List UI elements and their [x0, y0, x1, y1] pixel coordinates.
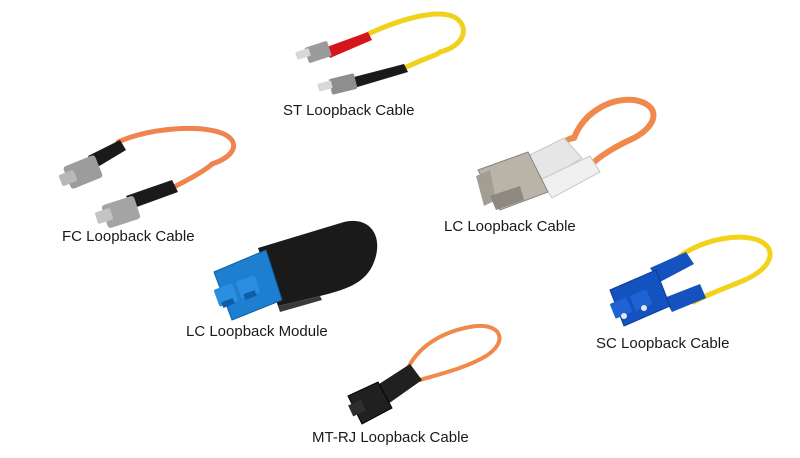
st-loopback-cable-label: ST Loopback Cable	[283, 102, 415, 119]
mtrj-loopback-cable-label: MT-RJ Loopback Cable	[312, 429, 469, 446]
sc-loopback-cable-label: SC Loopback Cable	[596, 335, 730, 352]
lc-loopback-cable-label: LC Loopback Cable	[444, 218, 576, 235]
lc-loopback-module-label: LC Loopback Module	[186, 323, 328, 340]
fc-loopback-cable-label: FC Loopback Cable	[62, 228, 195, 245]
